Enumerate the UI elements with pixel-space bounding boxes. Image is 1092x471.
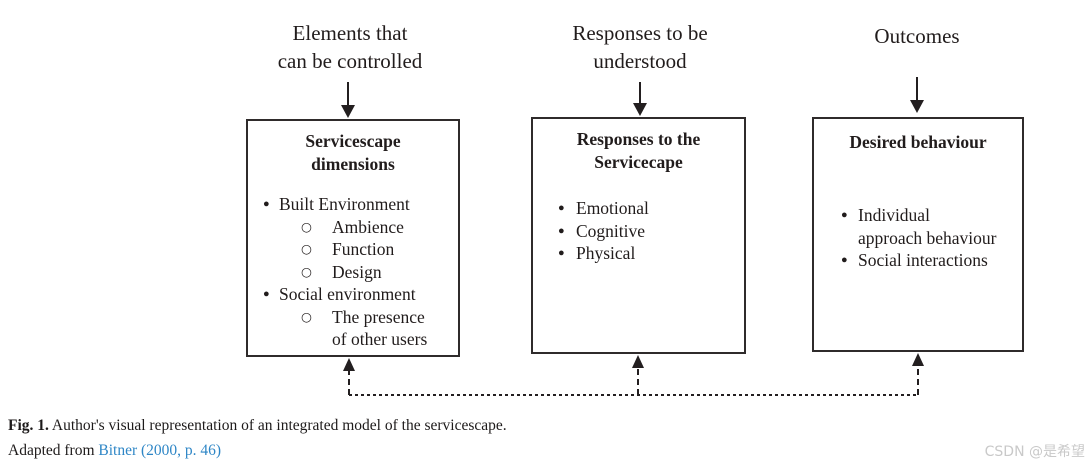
list-item-text: Social environment: [279, 284, 416, 304]
list-item: ○ The presence of other users: [248, 306, 458, 351]
box-title: Desired behaviour: [849, 132, 987, 152]
bullet-icon: ●: [558, 224, 565, 237]
servicescape-dimensions-box: Servicescape dimensions ● Built Environm…: [246, 119, 460, 357]
feedback-dashed-connector: [343, 353, 924, 396]
circle-bullet-icon: ○: [301, 241, 312, 256]
circle-bullet-icon: ○: [301, 218, 312, 234]
column-label-responses: Responses to be understood: [572, 21, 708, 73]
up-arrowhead-icon: [343, 358, 355, 371]
caption-line-2: Adapted from Bitner (2000, p. 46): [8, 438, 507, 463]
list-item-text: Built Environment: [279, 194, 410, 214]
list-item-text: Cognitive: [576, 220, 646, 241]
down-arrow-icon: [341, 82, 355, 118]
list-item: ● Built Environment: [248, 193, 458, 216]
list-item-text: Function: [332, 239, 395, 259]
list-item-text: Ambience: [332, 216, 404, 237]
list-item-text: Social interactions: [858, 250, 988, 270]
list-item: ○ Function: [248, 238, 458, 261]
list-item-text: Physical: [576, 243, 636, 263]
list-item: ● Social environment: [248, 283, 458, 306]
bullet-icon: ●: [841, 209, 848, 221]
column-label-outcomes: Outcomes: [874, 24, 960, 48]
list-item: ● Emotional: [533, 197, 744, 220]
bullet-icon: ●: [841, 254, 848, 266]
bullet-icon: ●: [263, 288, 270, 300]
box-title: Responses to the Servicecape: [576, 129, 701, 172]
list-item-text: Individual approach behaviour: [858, 205, 997, 248]
citation-link[interactable]: Bitner (2000, p. 46): [98, 442, 222, 459]
bullet-icon: ●: [558, 202, 565, 214]
desired-behaviour-box: Desired behaviour ● Individual approach …: [812, 117, 1024, 352]
list-item: ● Physical: [533, 242, 744, 265]
caption-text: Author's visual representation of an int…: [48, 417, 507, 434]
bullet-icon: ●: [558, 247, 565, 259]
caption-line-1: Fig. 1. Author's visual representation o…: [8, 413, 507, 438]
circle-bullet-icon: ○: [301, 308, 312, 324]
responses-to-servicescape-box: Responses to the Servicecape ● Emotional…: [531, 117, 746, 354]
list-item: ○ Ambience: [248, 216, 458, 239]
down-arrow-icon: [633, 82, 647, 116]
column-label-controlled-elements: Elements that can be controlled: [277, 21, 423, 73]
up-arrowhead-icon: [632, 355, 644, 368]
up-arrowhead-icon: [912, 353, 924, 366]
figure-number: Fig. 1.: [8, 417, 49, 434]
list-item-text: The presence of other users: [332, 306, 428, 350]
list-item: ● Cognitive: [533, 220, 744, 243]
figure-caption: Fig. 1. Author's visual representation o…: [8, 413, 507, 463]
list-item: ● Individual approach behaviour: [814, 204, 1022, 249]
list-item-text: Design: [332, 261, 382, 282]
list-item-text: Emotional: [576, 198, 649, 218]
list-item: ○ Design: [248, 261, 458, 284]
box-title: Servicescape dimensions: [305, 131, 401, 174]
circle-bullet-icon: ○: [301, 263, 312, 279]
down-arrow-icon: [910, 77, 924, 113]
bullet-icon: ●: [263, 198, 270, 210]
adapted-from-text: Adapted from: [8, 442, 99, 459]
csdn-watermark: CSDN @是希望: [984, 444, 1085, 460]
list-item: ● Social interactions: [814, 249, 1022, 272]
